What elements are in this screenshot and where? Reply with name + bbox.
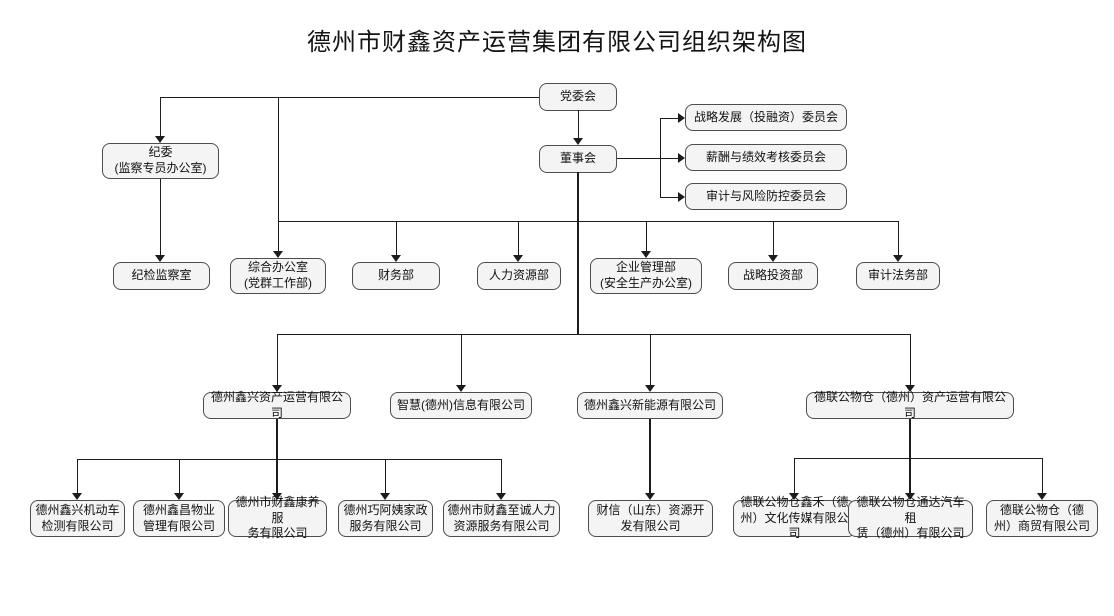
arrow-down-icon bbox=[391, 255, 401, 262]
connector-line bbox=[660, 117, 678, 119]
connector-line bbox=[277, 333, 910, 335]
arrow-down-icon bbox=[155, 136, 165, 143]
connector-line bbox=[178, 459, 180, 493]
node-audit-risk-committee: 审计与风险防控委员会 bbox=[685, 183, 847, 210]
node-motor-testing: 德州鑫兴机动车 检测有限公司 bbox=[30, 500, 125, 537]
node-shangmao: 德联公物仓（德 州）商贸有限公司 bbox=[986, 500, 1098, 537]
node-enterprise-mgmt-dept: 企业管理部 (安全生产办公室) bbox=[590, 258, 702, 294]
node-xinxing-energy: 德州鑫兴新能源有限公司 bbox=[577, 392, 723, 419]
connector-line bbox=[159, 179, 161, 255]
arrow-down-icon bbox=[893, 255, 903, 262]
node-xinxing-asset: 德州鑫兴资产运营有限公司 bbox=[203, 390, 351, 420]
arrow-down-icon bbox=[496, 493, 506, 500]
connector-line bbox=[76, 459, 78, 493]
arrow-down-icon bbox=[72, 493, 82, 500]
node-qiaoayi-service: 德州巧阿姨家政 服务有限公司 bbox=[338, 500, 433, 537]
node-board-of-directors: 董事会 bbox=[539, 145, 617, 173]
connector-line bbox=[645, 221, 647, 251]
arrow-down-icon bbox=[789, 493, 799, 500]
arrow-down-icon bbox=[174, 493, 184, 500]
node-delian-asset: 德联公物仓（德州）资产运营有限公司 bbox=[806, 390, 1014, 420]
node-hr-dept: 人力资源部 bbox=[477, 262, 561, 290]
connector-line bbox=[793, 458, 795, 493]
node-finance-dept: 财务部 bbox=[352, 262, 440, 290]
arrow-down-icon bbox=[155, 255, 165, 262]
connector-line bbox=[617, 157, 660, 159]
connector-line bbox=[649, 334, 651, 385]
node-xinchang-property: 德州鑫昌物业 管理有限公司 bbox=[133, 500, 225, 537]
connector-line bbox=[384, 459, 386, 493]
connector-line bbox=[577, 172, 579, 335]
node-compensation-committee: 薪酬与绩效考核委员会 bbox=[685, 144, 847, 171]
arrow-down-icon bbox=[272, 493, 282, 500]
arrow-down-icon bbox=[272, 385, 282, 392]
connector-line bbox=[460, 334, 462, 385]
node-audit-legal-dept: 审计法务部 bbox=[856, 262, 940, 290]
connector-line bbox=[909, 334, 911, 385]
arrow-down-icon bbox=[573, 138, 583, 145]
arrow-down-icon bbox=[1037, 493, 1047, 500]
connector-line bbox=[277, 221, 279, 251]
connector-line bbox=[660, 196, 678, 198]
arrow-right-icon bbox=[678, 153, 685, 163]
node-discipline-committee: 纪委 (监察专员办公室) bbox=[102, 143, 219, 179]
node-caixin-shandong: 财信（山东）资源开 发有限公司 bbox=[588, 500, 713, 537]
connector-line bbox=[278, 220, 898, 222]
node-strategy-committee: 战略发展（投融资）委员会 bbox=[685, 104, 847, 131]
node-tongda-rental: 德联公物仓通达汽车租 赁（德州）有限公司 bbox=[848, 495, 973, 540]
connector-line bbox=[897, 221, 899, 255]
connector-line bbox=[660, 157, 678, 159]
arrow-down-icon bbox=[905, 385, 915, 392]
connector-line bbox=[1041, 458, 1043, 493]
arrow-down-icon bbox=[380, 493, 390, 500]
connector-line bbox=[277, 97, 279, 221]
connector-line bbox=[649, 419, 651, 493]
connector-line bbox=[772, 221, 774, 255]
connector-line bbox=[909, 419, 911, 493]
connector-line bbox=[500, 459, 502, 493]
arrow-down-icon bbox=[513, 255, 523, 262]
connector-line bbox=[395, 221, 397, 255]
connector-line bbox=[276, 334, 278, 385]
connector-line bbox=[159, 97, 161, 136]
connector-line bbox=[517, 221, 519, 255]
connector-line bbox=[276, 419, 278, 493]
node-zhihui-info: 智慧(德州)信息有限公司 bbox=[390, 392, 532, 419]
connector-line bbox=[794, 457, 1042, 459]
chart-title: 德州市财鑫资产运营集团有限公司组织架构图 bbox=[307, 29, 807, 56]
arrow-right-icon bbox=[678, 113, 685, 123]
arrow-down-icon bbox=[645, 385, 655, 392]
node-general-office: 综合办公室 (党群工作部) bbox=[230, 258, 326, 294]
connector-line bbox=[160, 96, 539, 98]
node-strategic-investment-dept: 战略投资部 bbox=[728, 262, 818, 290]
arrow-right-icon bbox=[678, 192, 685, 202]
arrow-down-icon bbox=[273, 251, 283, 258]
node-kangyang-service: 德州市财鑫康养服 务有限公司 bbox=[228, 495, 327, 540]
node-discipline-office: 纪检监察室 bbox=[113, 262, 210, 290]
connector-line bbox=[77, 458, 501, 460]
arrow-down-icon bbox=[641, 251, 651, 258]
arrow-down-icon bbox=[768, 255, 778, 262]
arrow-down-icon bbox=[456, 385, 466, 392]
connector-line bbox=[577, 110, 579, 138]
node-zhicheng-hr: 德州市财鑫至诚人力 资源服务有限公司 bbox=[443, 500, 560, 537]
node-xinhe-media: 德联公物仓鑫禾（德 州）文化传媒有限公司 bbox=[733, 495, 856, 540]
arrow-down-icon bbox=[905, 493, 915, 500]
node-party-committee: 党委会 bbox=[539, 83, 617, 111]
arrow-down-icon bbox=[645, 493, 655, 500]
